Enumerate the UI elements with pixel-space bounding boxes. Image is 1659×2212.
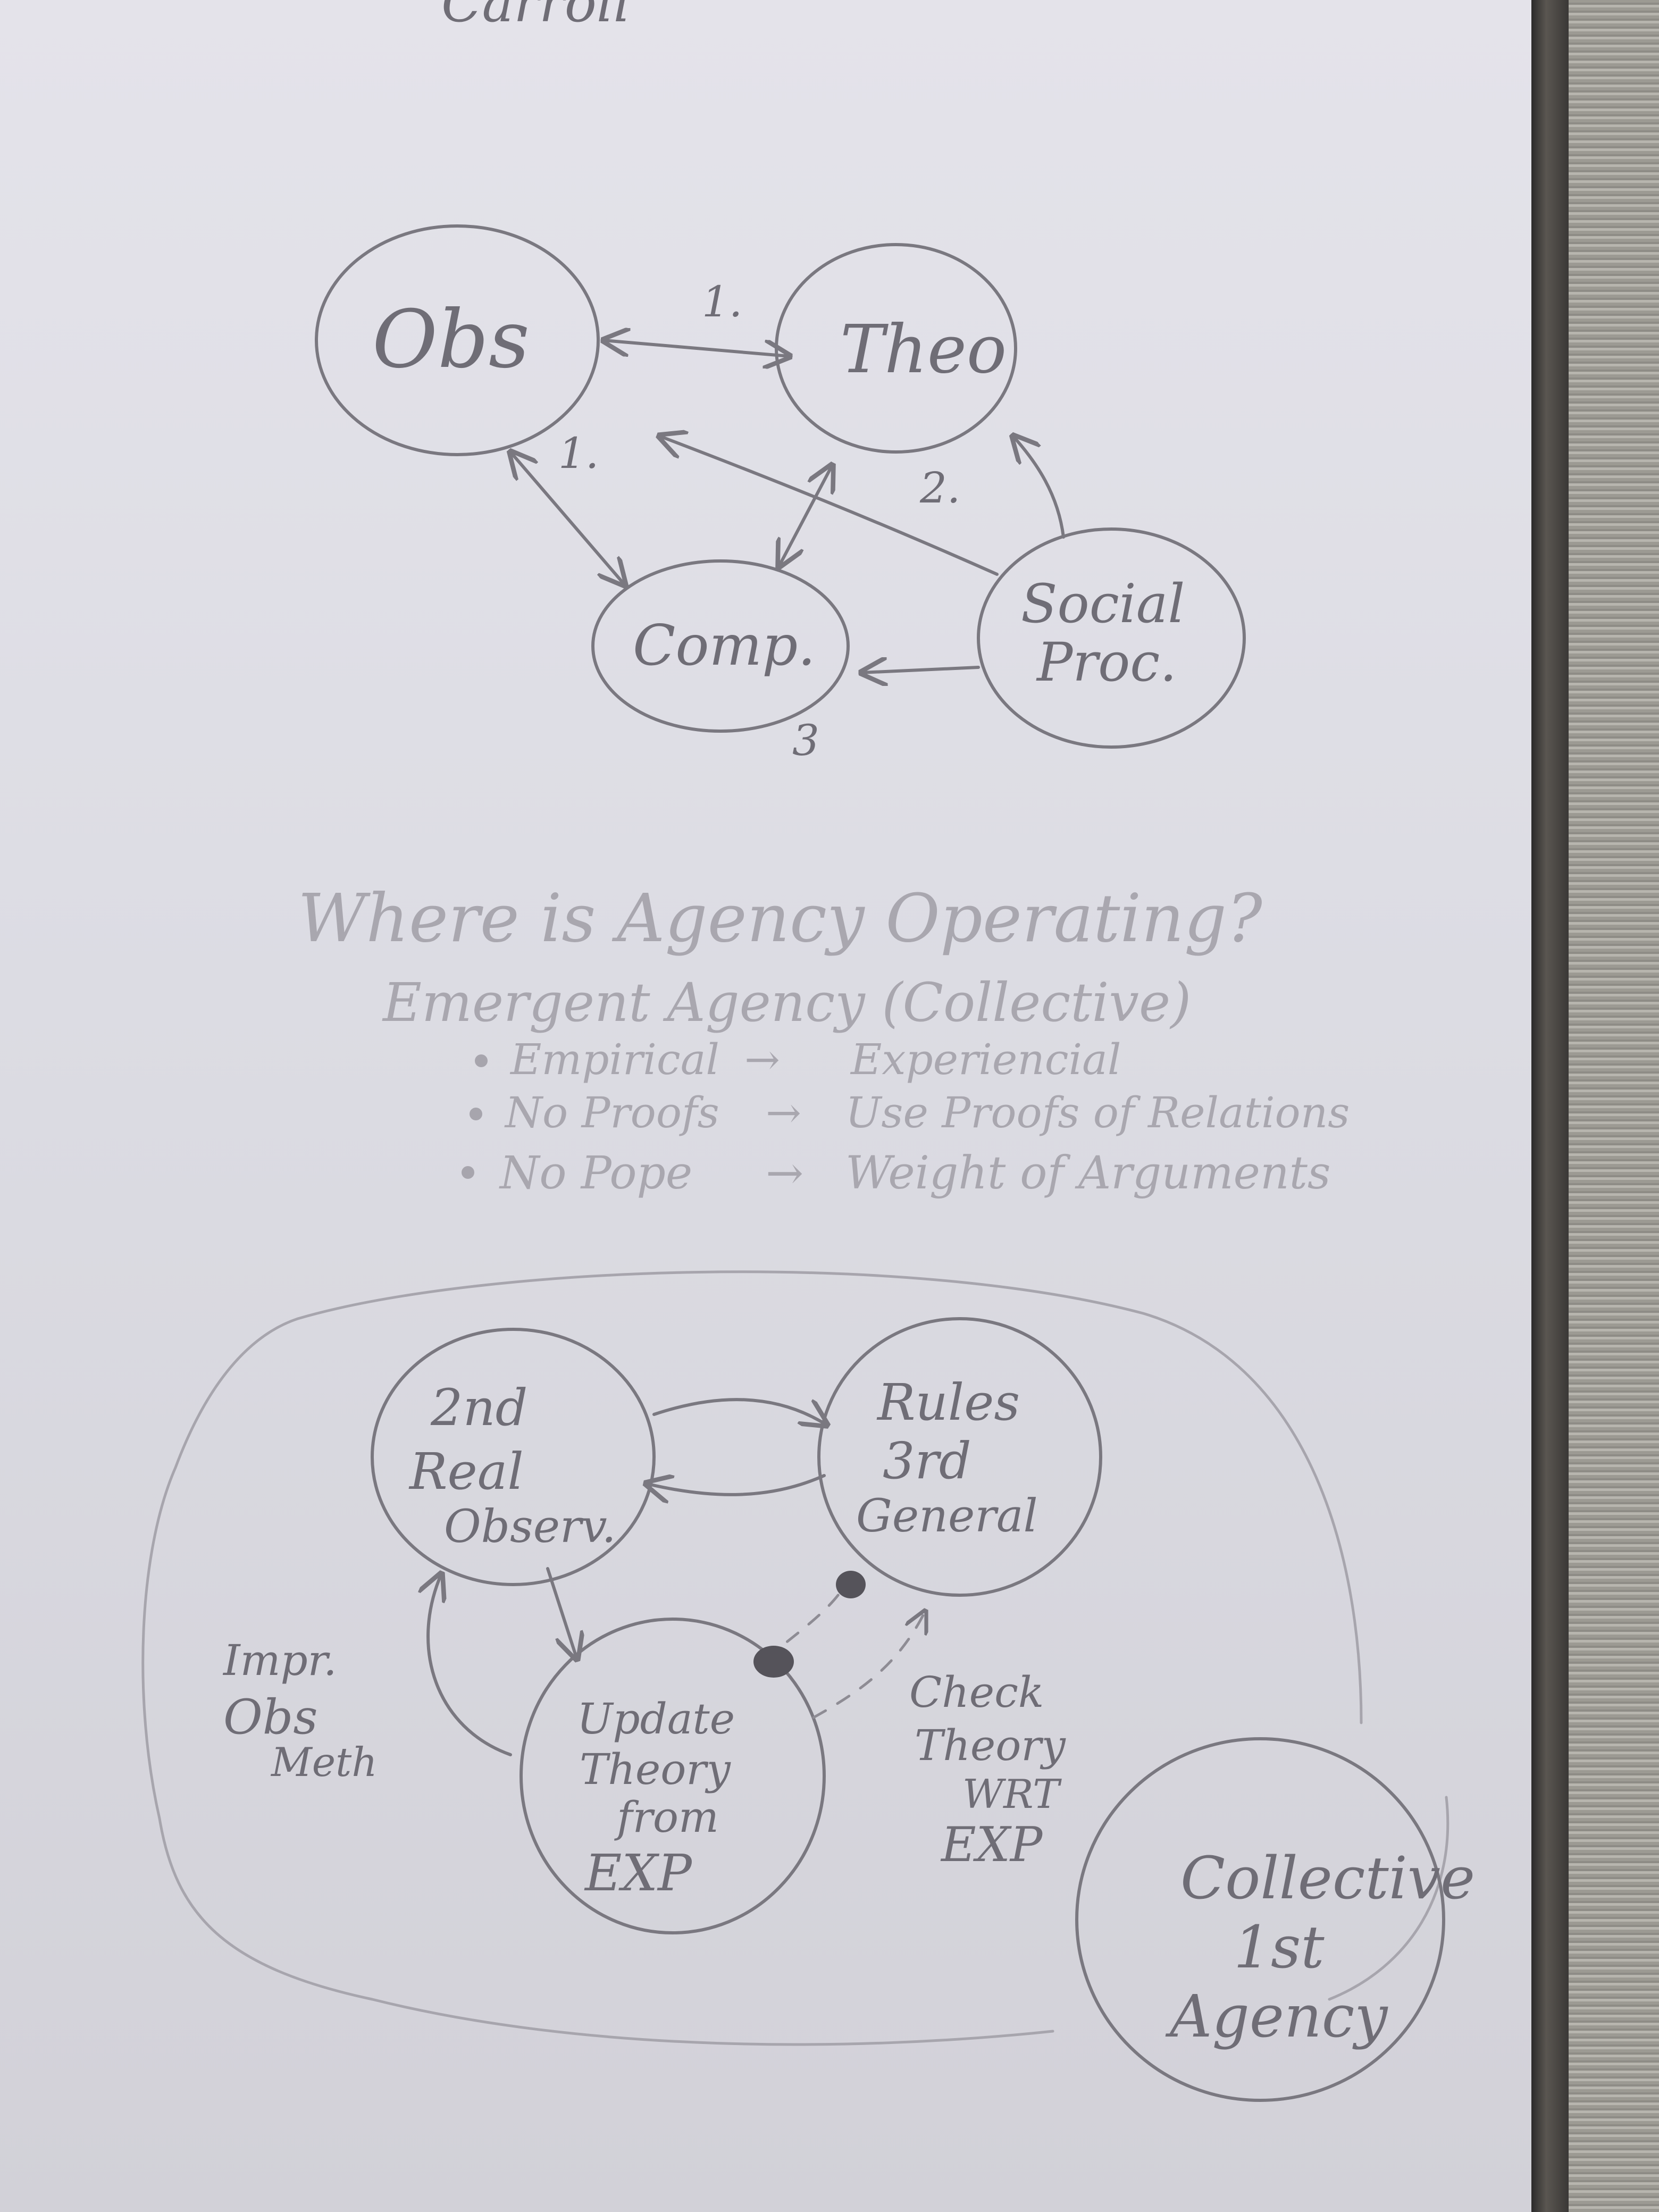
arrow-theo-comp (779, 465, 832, 566)
collective-boundary (141, 1270, 1449, 2046)
bullet-dot-2 (470, 1108, 482, 1120)
check-line3: WRT (962, 1771, 1062, 1817)
arrow-obs-theo (604, 340, 790, 356)
arrow-real-to-rules (652, 1398, 827, 1425)
scribble-mark-1 (753, 1646, 794, 1678)
check-line4: EXP (940, 1817, 1043, 1873)
bullet-3-to: Weight of Arguments (845, 1147, 1331, 1200)
bullet-1-arrow: → (744, 1035, 780, 1084)
bottom-diagram: 2nd Real Observ. Rules 3rd General Updat… (141, 1270, 1475, 2102)
edge-label-obs-comp: 1. (558, 429, 599, 478)
edge-label-theo-social: 2. (919, 463, 960, 513)
check-line1: Check (909, 1668, 1044, 1717)
impr-line1: Impr. (222, 1636, 337, 1685)
arrow-update-to-real (428, 1574, 512, 1756)
bullet-2-to: Use Proofs of Relations (845, 1088, 1350, 1137)
arrow-social-comp (861, 667, 980, 673)
edge-label-comp: 3 (792, 716, 819, 765)
social-label-line2: Proc. (1036, 631, 1177, 693)
theo-label: Theo (840, 311, 1007, 388)
comp-node (591, 559, 850, 733)
real-line2: Real (408, 1443, 524, 1501)
bullet-3-arrow: → (766, 1147, 803, 1200)
update-line1: Update (577, 1694, 735, 1744)
bullet-2-from: No Proofs (504, 1088, 719, 1137)
scribble-mark-2 (836, 1571, 866, 1598)
arrow-social-obs (659, 436, 999, 576)
arrow-obs-comp (510, 452, 625, 585)
bullet-dot-3 (462, 1166, 474, 1179)
bullet-1-from: Empirical (509, 1035, 719, 1084)
question-subtitle: Emergent Agency (Collective) (382, 971, 1191, 1034)
update-line3: from (614, 1792, 719, 1842)
impr-line3: Meth (270, 1739, 378, 1786)
social-node (977, 527, 1246, 749)
update-theory-node (520, 1618, 826, 1934)
paper-edge (1531, 0, 1569, 2212)
rules-line2: 3rd (883, 1432, 971, 1490)
update-line2: Theory (580, 1745, 732, 1794)
arrow-update-to-rules-dashed (812, 1611, 925, 1719)
header-fragment: Carroll (441, 0, 631, 34)
check-line2: Theory (915, 1721, 1067, 1770)
collective-line3: Agency (1165, 1982, 1388, 2050)
arrow-rules-to-real (646, 1476, 826, 1495)
rules-line1: Rules (876, 1373, 1020, 1432)
bullet-dot-1 (475, 1054, 488, 1067)
arrow-social-theo (1013, 436, 1065, 539)
background-surface (1569, 0, 1659, 2212)
collective-line1: Collective (1180, 1844, 1475, 1912)
edge-label-obs-theo: 1. (702, 277, 742, 326)
social-label-line1: Social (1021, 573, 1185, 635)
question-title: Where is Agency Operating? (298, 880, 1263, 957)
update-line4: EXP (584, 1844, 693, 1903)
real-observ-node (371, 1328, 656, 1586)
question-block: Where is Agency Operating? Emergent Agen… (298, 880, 1350, 1200)
bullet-2-arrow: → (766, 1088, 801, 1137)
bullet-1-to: Experiencial (850, 1035, 1121, 1084)
arrow-real-to-update (546, 1567, 577, 1659)
obs-node (315, 224, 600, 456)
collective-line2: 1st (1234, 1913, 1325, 1981)
real-line1: 2nd (430, 1379, 527, 1437)
top-diagram: Obs Theo Comp. Social Proc. 1. 1. 2. 3 (315, 224, 1246, 765)
bullet-3-from: No Pope (499, 1147, 692, 1200)
collective-agency-node (1075, 1737, 1445, 2102)
comp-label: Comp. (633, 613, 816, 678)
rules-line3: General (856, 1490, 1038, 1543)
impr-line2: Obs (223, 1689, 318, 1745)
real-line3: Observ. (444, 1501, 616, 1553)
rules-node (817, 1317, 1102, 1597)
obs-label: Obs (372, 294, 530, 386)
